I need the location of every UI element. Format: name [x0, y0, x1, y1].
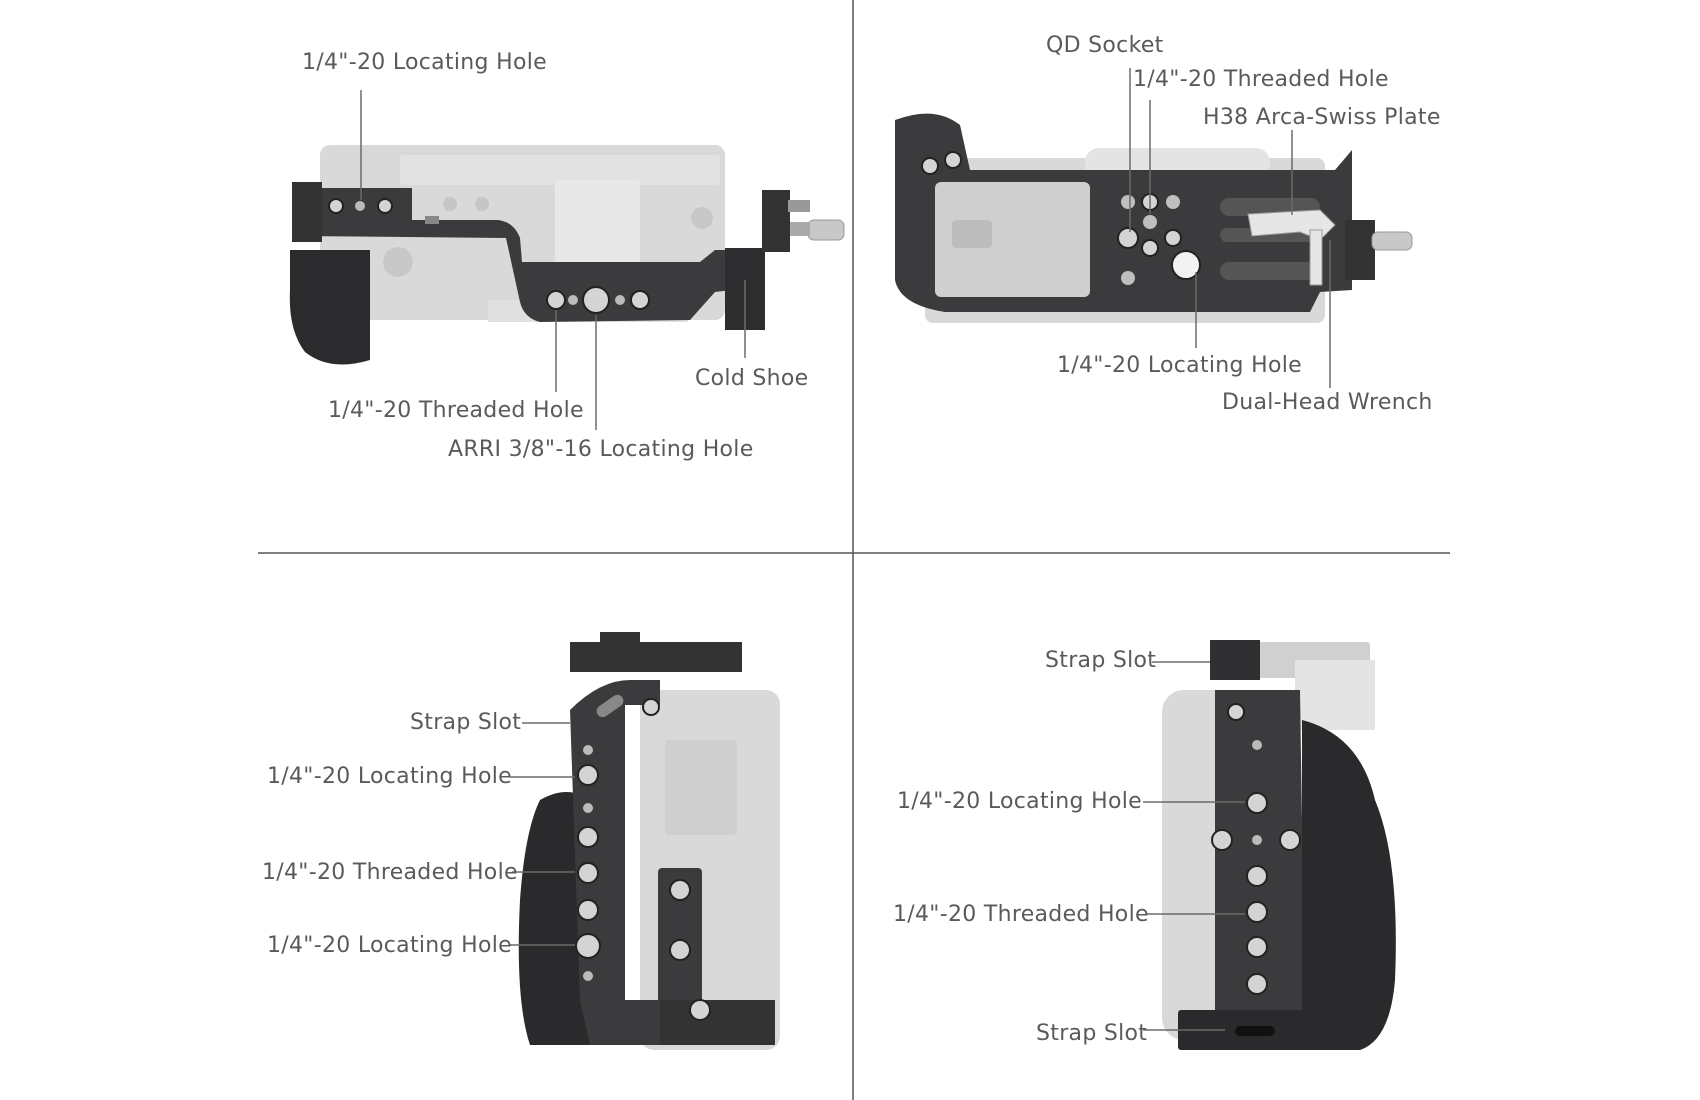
- q2-label-wrench: Dual-Head Wrench: [1222, 390, 1433, 415]
- q4-grip: [1302, 720, 1396, 1050]
- q1-label-locating-hole: 1/4"-20 Locating Hole: [302, 50, 547, 75]
- q4-label-threaded-hole: 1/4"-20 Threaded Hole: [893, 902, 1149, 927]
- q2-bottom-view: [895, 68, 1413, 388]
- q4-label-locating-hole: 1/4"-20 Locating Hole: [897, 789, 1142, 814]
- q4-label-strap-slot-bottom: Strap Slot: [1036, 1021, 1148, 1046]
- q1-grip: [289, 250, 370, 365]
- q1-label-cold-shoe: Cold Shoe: [695, 366, 809, 391]
- q3-left-side-view: [510, 632, 780, 1050]
- q1-label-arri-hole: ARRI 3/8"-16 Locating Hole: [448, 437, 754, 462]
- q2-label-arca-plate: H38 Arca-Swiss Plate: [1203, 105, 1441, 130]
- q2-label-qd-socket: QD Socket: [1046, 33, 1164, 58]
- q3-label-locating-hole-2: 1/4"-20 Locating Hole: [267, 933, 512, 958]
- q4-cage-frame: [1215, 690, 1305, 1020]
- q2-label-threaded-hole: 1/4"-20 Threaded Hole: [1133, 67, 1389, 92]
- q3-label-strap-slot: Strap Slot: [410, 710, 522, 735]
- q3-label-locating-hole-1: 1/4"-20 Locating Hole: [267, 764, 512, 789]
- q1-top-view: [289, 90, 845, 430]
- q4-right-side-view: [1143, 640, 1396, 1050]
- q2-label-locating-hole: 1/4"-20 Locating Hole: [1057, 353, 1302, 378]
- q1-cage-rail: [292, 188, 748, 322]
- q3-label-threaded-hole: 1/4"-20 Threaded Hole: [262, 860, 518, 885]
- q1-label-threaded-hole: 1/4"-20 Threaded Hole: [328, 398, 584, 423]
- q4-label-strap-slot-top: Strap Slot: [1045, 648, 1157, 673]
